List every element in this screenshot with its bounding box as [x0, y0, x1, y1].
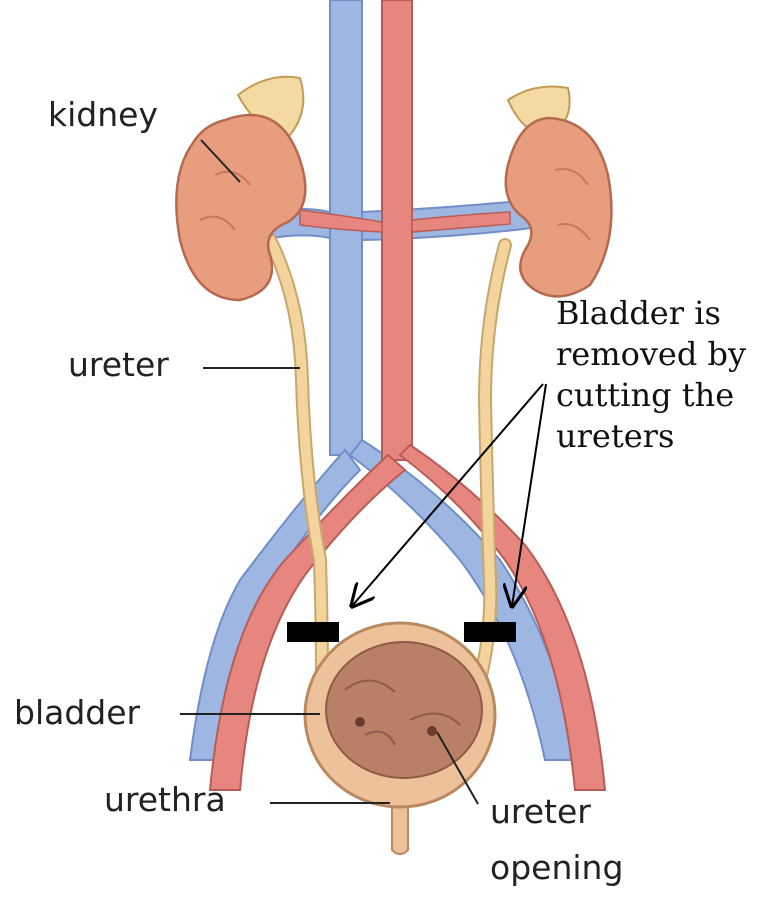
ureter-label: ureter: [68, 345, 169, 385]
right-kidney: [506, 87, 612, 297]
annotation-line-4: ureters: [556, 416, 746, 457]
urethra-label: urethra: [104, 780, 226, 820]
cut-marker-left: [287, 622, 339, 642]
bladder-label: bladder: [14, 693, 140, 733]
annotation-line-3: cutting the: [556, 375, 746, 416]
kidney-label: kidney: [48, 95, 158, 135]
removal-annotation: Bladder is removed by cutting the ureter…: [556, 293, 746, 457]
annotation-line-2: removed by: [556, 334, 746, 375]
bladder: [305, 623, 495, 854]
cut-marker-right: [464, 622, 516, 642]
ureter-opening-label-line1: ureter: [490, 792, 591, 832]
ureter-opening-label-line2: opening: [490, 848, 623, 888]
annotation-line-1: Bladder is: [556, 293, 746, 334]
